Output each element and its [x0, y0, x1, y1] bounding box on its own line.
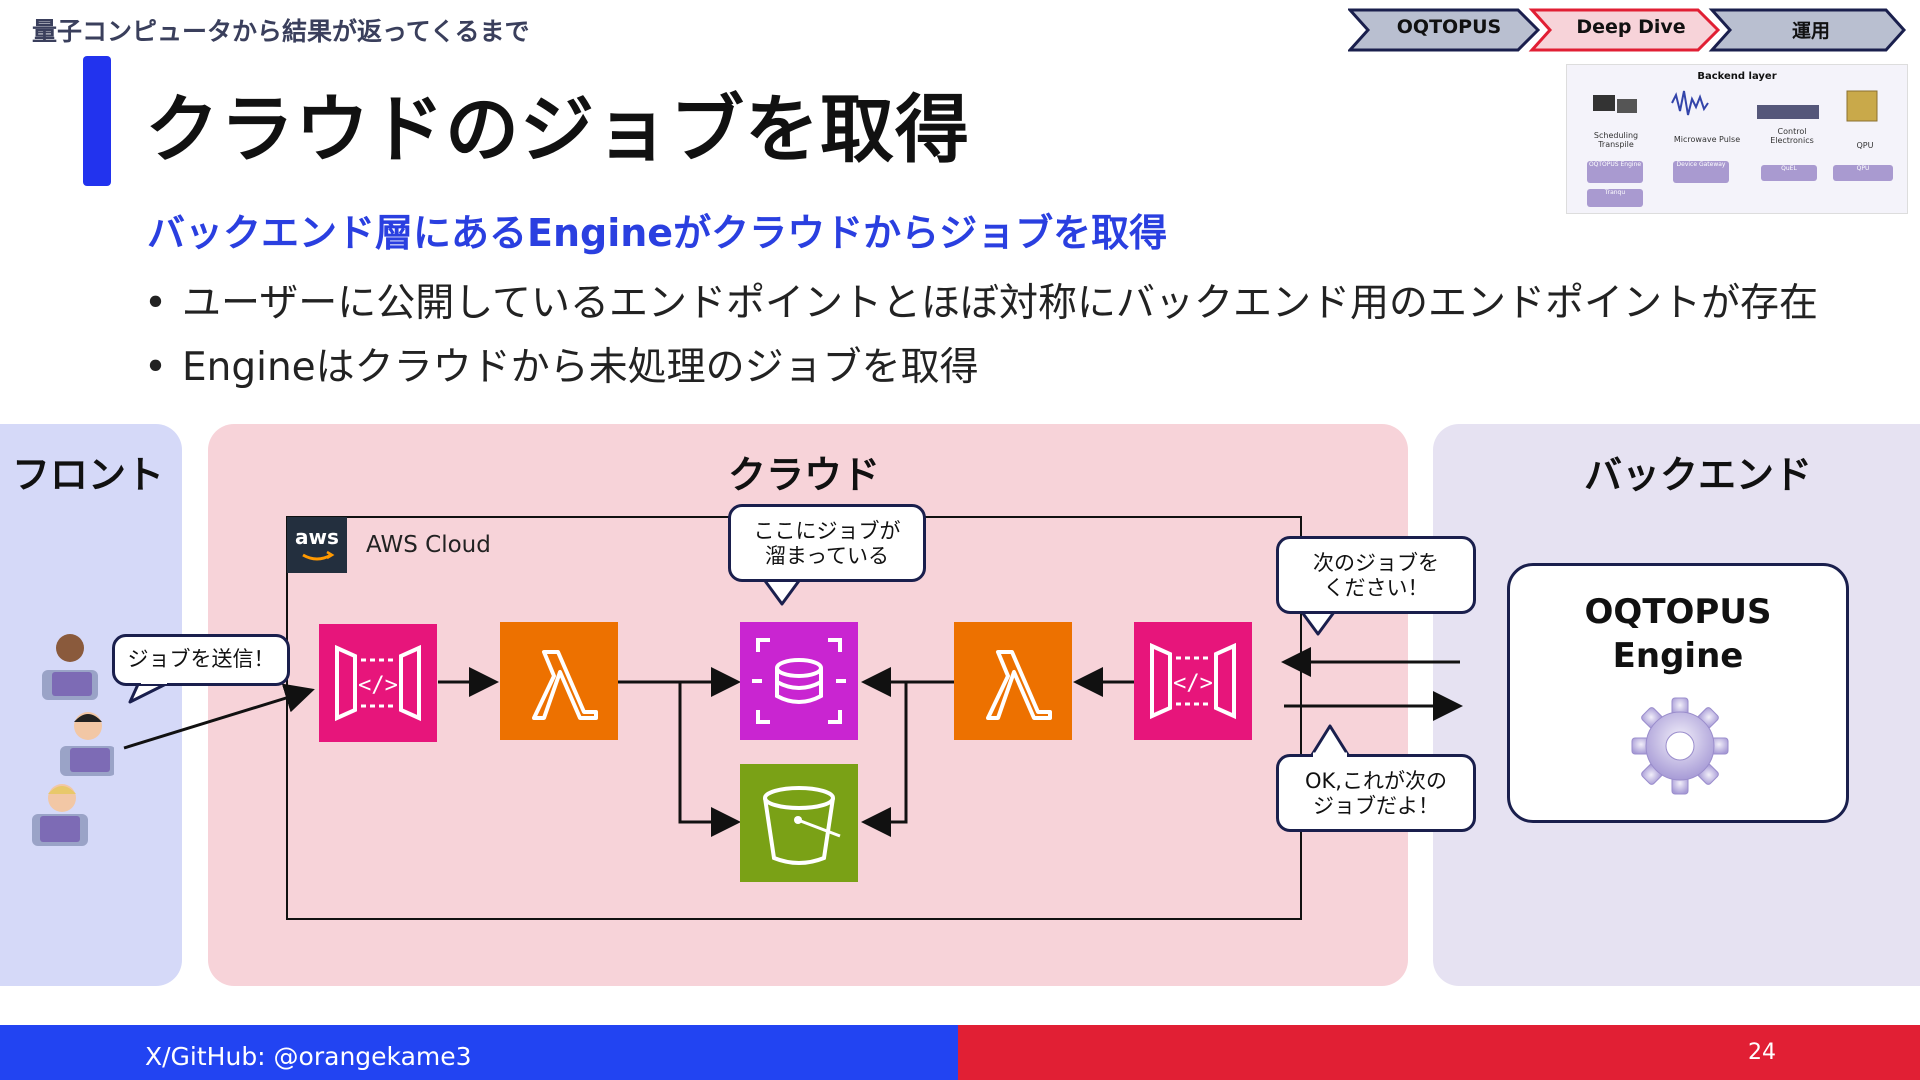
ok-next-bubble-tail [1308, 724, 1352, 759]
backend-panel-title: バックエンド [1584, 453, 1813, 497]
oqtopus-engine-card: OQTOPUS Engine [1507, 563, 1849, 823]
thumbnail-box: OQTOPUS Engine [1587, 161, 1643, 183]
page-subtitle: バックエンド層にあるEngineがクラウドからジョブを取得 [147, 211, 1168, 255]
database-icon [740, 622, 858, 740]
section-kicker: 量子コンピュータから結果が返ってくるまで [32, 17, 530, 46]
next-job-bubble-tail-cover [1299, 603, 1337, 609]
bullet-item: Engineはクラウドから未処理のジョブを取得 [144, 336, 1818, 400]
thumbnail-title: Backend layer [1697, 71, 1777, 82]
api-gateway-icon: </> [1134, 622, 1252, 740]
thumbnail-box: QPU [1833, 165, 1893, 181]
api-gateway-icon: </> [319, 624, 437, 742]
users-illustration [32, 634, 114, 846]
ok-next-bubble-tail-cover [1313, 752, 1347, 758]
breadcrumb: OQTOPUS Deep Dive 運用 [1348, 8, 1908, 52]
send-job-bubble: ジョブを送信！ [112, 634, 290, 686]
footer-bar-red [958, 1025, 1920, 1080]
bullet-item: ユーザーに公開しているエンドポイントとほぼ対称にバックエンド用のエンドポイントが… [144, 272, 1818, 336]
queue-bubble-tail-cover [763, 573, 801, 579]
queue-bubble: ここにジョブが 溜まっている [728, 504, 926, 582]
aws-cloud-label: AWS Cloud [366, 532, 491, 558]
footer-handle: X/GitHub: @orangekame3 [145, 1042, 472, 1071]
gear-icon [1631, 697, 1729, 795]
thumbnail-box: Device Gateway [1673, 161, 1729, 183]
next-job-bubble: 次のジョブを ください！ [1276, 536, 1476, 614]
front-panel-title: フロント [12, 453, 165, 497]
aws-logo-text: aws [295, 525, 339, 549]
svg-text:</>: </> [358, 673, 398, 698]
ok-next-bubble: OK,これが次の ジョブだよ！ [1276, 754, 1476, 832]
user-avatar-icon [32, 784, 88, 846]
footer-bar-blue [0, 1025, 958, 1080]
page-number: 24 [1748, 1040, 1776, 1065]
engine-title: OQTOPUS Engine [1584, 592, 1772, 676]
s3-bucket-icon [740, 764, 858, 882]
thumbnail-box: QuEL [1761, 165, 1817, 181]
front-panel [0, 424, 182, 986]
svg-text:</>: </> [1173, 671, 1213, 696]
user-avatar-icon [60, 712, 114, 776]
thumbnail-label: Control Electronics [1770, 127, 1814, 145]
aws-logo-icon: aws [287, 517, 347, 573]
page-title: クラウドのジョブを取得 [145, 87, 970, 173]
bubble-tail-cover [141, 680, 167, 684]
bullet-list: ユーザーに公開しているエンドポイントとほぼ対称にバックエンド用のエンドポイントが… [144, 272, 1818, 400]
thumbnail-label: Scheduling Transpile [1593, 131, 1639, 149]
breadcrumb-item-oqtopus[interactable]: OQTOPUS [1396, 16, 1502, 38]
breadcrumb-item-operation[interactable]: 運用 [1791, 20, 1830, 42]
thumbnail-illustrations [1593, 90, 1878, 122]
thumbnail-box: Tranqu [1587, 189, 1643, 207]
lambda-icon [954, 622, 1072, 740]
user-avatar-icon [42, 634, 98, 700]
breadcrumb-item-deep-dive[interactable]: Deep Dive [1576, 16, 1686, 38]
title-accent-bar [83, 56, 111, 186]
thumbnail-label: Microwave Pulse [1673, 135, 1741, 144]
thumbnail-label: QPU [1856, 141, 1874, 150]
backend-layer-thumbnail: Backend layer Scheduling Transpile Micro… [1566, 64, 1908, 214]
lambda-icon [500, 622, 618, 740]
cloud-panel-title: クラウド [728, 453, 881, 497]
